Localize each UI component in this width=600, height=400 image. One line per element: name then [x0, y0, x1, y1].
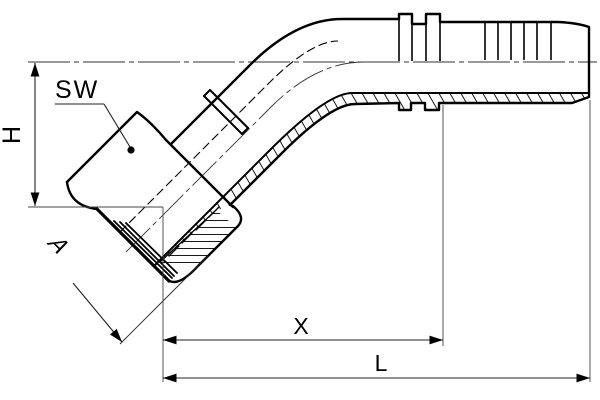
nut-section-hatch: [160, 210, 237, 268]
l-arrow-left-icon: [163, 373, 177, 383]
face-thread-lines: [113, 220, 178, 279]
a-arrow-icon: [109, 328, 126, 345]
centerline-45deg-icon: [125, 61, 365, 253]
hex-nut: [65, 89, 249, 284]
nut-thread-steps: [159, 206, 220, 263]
h-arrow-up-icon: [30, 63, 40, 77]
dimensions: [28, 63, 591, 382]
label-l: L: [375, 350, 388, 376]
label-h: H: [0, 126, 26, 144]
x-arrow-right-icon: [429, 335, 443, 345]
nut-top-edge: [65, 110, 235, 209]
body-top-edge: [169, 17, 401, 146]
bore-line: [153, 92, 590, 267]
section-hatching: [154, 93, 589, 268]
sw-leader-line: [103, 103, 131, 148]
sw-leader-dot-icon: [127, 146, 135, 154]
nut-front-chamfer-arc: [65, 180, 99, 211]
h-arrow-down-icon: [30, 192, 40, 206]
hose-tail-profile: [228, 12, 591, 207]
retaining-ring: [203, 89, 249, 135]
nut-bottom-edge: [164, 204, 243, 284]
hidden-bore-dashed: [119, 40, 339, 233]
label-a: A: [42, 231, 76, 258]
x-arrow-left-icon: [163, 335, 177, 345]
a-ext-line: [119, 255, 209, 345]
label-sw: SW: [55, 76, 99, 104]
label-x: X: [293, 313, 308, 339]
nut-sealing-face: [95, 207, 171, 283]
rings-and-barbs: [398, 14, 552, 61]
l-arrow-right-icon: [576, 373, 590, 383]
centerlines: [28, 61, 597, 253]
